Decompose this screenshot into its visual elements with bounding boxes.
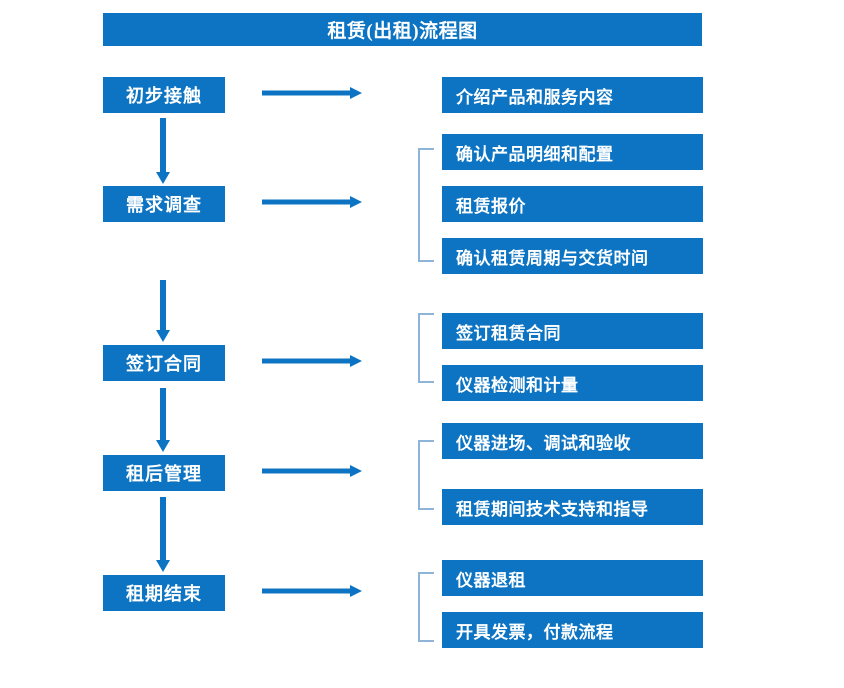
task-box-3-1[interactable]: 签订租赁合同 [442, 313, 703, 349]
stage-box-5[interactable]: 租期结束 [103, 575, 225, 611]
task-label-5-1: 仪器退租 [456, 570, 526, 590]
task-box-2-2[interactable]: 租赁报价 [442, 186, 703, 222]
task-label-5-2: 开具发票，付款流程 [456, 622, 614, 642]
group-bracket-2 [418, 148, 434, 262]
arrow-right-icon-2 [262, 196, 362, 208]
task-box-4-1[interactable]: 仪器进场、调试和验收 [442, 423, 703, 459]
task-label-1-1: 介绍产品和服务内容 [456, 87, 614, 107]
stage-label-4: 租后管理 [126, 464, 202, 484]
arrow-down-icon-2 [156, 280, 170, 342]
task-label-2-2: 租赁报价 [456, 196, 526, 216]
task-box-4-2[interactable]: 租赁期间技术支持和指导 [442, 489, 703, 525]
stage-label-2: 需求调查 [126, 195, 202, 215]
task-label-2-1: 确认产品明细和配置 [456, 144, 614, 164]
group-bracket-5 [418, 572, 434, 642]
arrow-down-icon-4 [156, 497, 170, 572]
task-box-2-1[interactable]: 确认产品明细和配置 [442, 134, 703, 170]
arrow-right-icon-4 [262, 465, 362, 477]
arrow-right-icon-3 [262, 355, 362, 367]
task-box-1-1[interactable]: 介绍产品和服务内容 [442, 77, 703, 113]
group-bracket-3 [418, 313, 434, 383]
stage-label-3: 签订合同 [126, 354, 202, 374]
page-title: 租赁(出租)流程图 [103, 13, 702, 46]
arrow-right-icon-1 [262, 87, 362, 99]
stage-label-5: 租期结束 [126, 584, 202, 604]
task-label-2-3: 确认租赁周期与交货时间 [456, 248, 649, 268]
task-label-4-2: 租赁期间技术支持和指导 [456, 499, 649, 519]
stage-box-3[interactable]: 签订合同 [103, 345, 225, 381]
arrow-down-icon-1 [156, 118, 170, 184]
stage-box-2[interactable]: 需求调查 [103, 186, 225, 222]
arrow-down-icon-3 [156, 388, 170, 452]
stage-box-4[interactable]: 租后管理 [103, 455, 225, 491]
group-bracket-4 [418, 440, 434, 510]
task-label-3-2: 仪器检测和计量 [456, 375, 579, 395]
task-box-2-3[interactable]: 确认租赁周期与交货时间 [442, 238, 703, 274]
stage-box-1[interactable]: 初步接触 [103, 77, 225, 113]
task-box-5-1[interactable]: 仪器退租 [442, 560, 703, 596]
task-box-3-2[interactable]: 仪器检测和计量 [442, 365, 703, 401]
task-label-3-1: 签订租赁合同 [456, 323, 561, 343]
stage-label-1: 初步接触 [126, 86, 202, 106]
task-box-5-2[interactable]: 开具发票，付款流程 [442, 612, 703, 648]
task-label-4-1: 仪器进场、调试和验收 [456, 433, 631, 453]
arrow-right-icon-5 [262, 585, 362, 597]
